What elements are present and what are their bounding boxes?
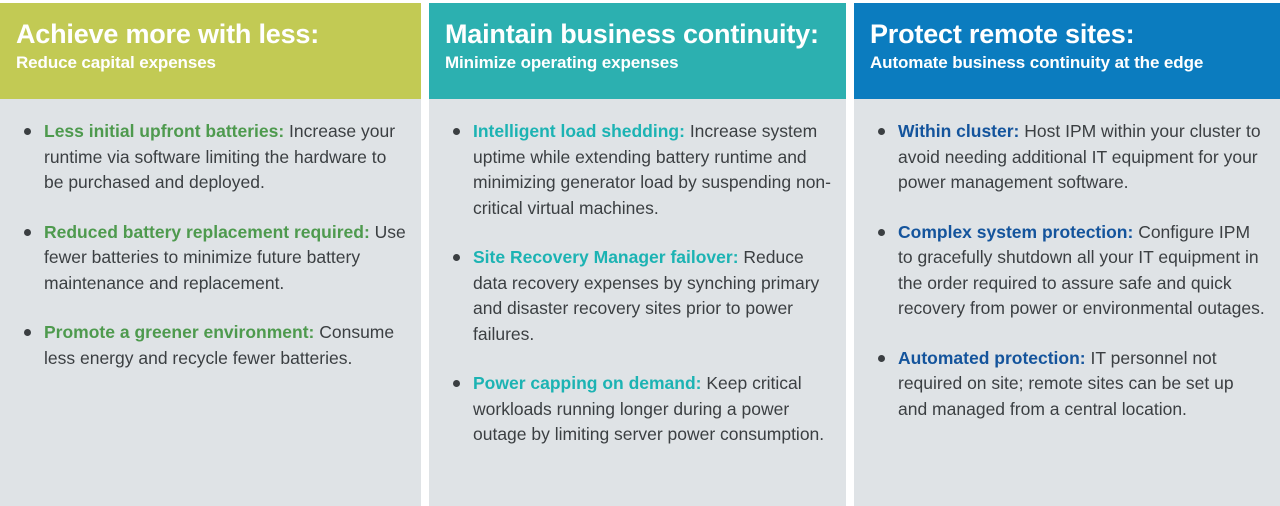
column-2-title: Maintain business continuity: [445,19,819,49]
column-1-bullet-list: Less initial upfront batteries: Increase… [14,119,407,371]
list-item-body: Keep critical workloads running longer d… [473,373,825,444]
list-item: Reduced battery replacement required: Us… [14,220,407,297]
list-item-heading: Reduced battery replacement required: [44,221,370,242]
column-3-title: Protect remote sites: [870,19,1135,49]
list-item: Less initial upfront batteries: Increase… [14,119,407,196]
column-3-body: Within cluster: Host IPM within your clu… [854,99,1280,506]
column-2-header: Maintain business continuity: Minimize o… [429,3,846,99]
list-item-heading: Within cluster: [898,121,1020,141]
list-item: Within cluster: Host IPM within your clu… [868,119,1266,196]
bullet-dot-icon [453,380,460,387]
column-2-bullet-list: Intelligent load shedding: Increase syst… [443,119,832,448]
bullet-dot-icon [878,128,885,135]
list-item-body: Increase system uptime while extending b… [473,121,831,218]
column-protect-remote-sites: Protect remote sites: Automate business … [854,3,1280,506]
list-item-body: Consume less energy and recycle fewer ba… [44,322,395,368]
column-divider [846,3,854,506]
bullet-dot-icon [453,254,460,261]
list-item: Automated protection: IT personnel not r… [868,346,1266,423]
list-item: Promote a greener environment: Consume l… [14,320,407,371]
column-3-subtitle: Automate business continuity at the edge [870,53,1204,72]
list-item: Power capping on demand: Keep critical w… [443,371,832,448]
list-item-body: Increase your runtime via software limit… [44,121,396,192]
list-item-heading: Site Recovery Manager failover: [473,247,739,267]
list-item-heading: Complex system protection: [898,221,1134,242]
list-item-body: Configure IPM to gracefully shutdown all… [898,221,1265,319]
list-item: Intelligent load shedding: Increase syst… [443,119,832,221]
bullet-dot-icon [878,354,885,362]
bullet-dot-icon [24,329,31,336]
column-3-header: Protect remote sites: Automate business … [854,3,1280,99]
list-item-body: Host IPM within your cluster to avoid ne… [898,121,1261,192]
column-1-subtitle: Reduce capital expenses [16,53,216,72]
list-item-body: Reduce data recovery expenses by synchin… [473,247,820,344]
column-divider [421,3,429,506]
column-1-header: Achieve more with less: Reduce capital e… [0,3,421,99]
column-2-subtitle: Minimize operating expenses [445,53,679,72]
list-item-body: Use fewer batteries to minimize future b… [44,221,406,293]
column-achieve-more-with-less: Achieve more with less: Reduce capital e… [0,3,421,506]
list-item-body: IT personnel not required on site; remot… [898,347,1234,419]
bullet-dot-icon [24,228,31,236]
column-2-body: Intelligent load shedding: Increase syst… [429,99,846,506]
bullet-dot-icon [24,128,31,135]
column-1-body: Less initial upfront batteries: Increase… [0,99,421,506]
column-3-bullet-list: Within cluster: Host IPM within your clu… [868,119,1266,422]
list-item-heading: Automated protection: [898,347,1086,368]
bullet-dot-icon [878,228,885,236]
column-1-title: Achieve more with less: [16,19,320,49]
list-item-heading: Intelligent load shedding: [473,121,685,141]
column-maintain-business-continuity: Maintain business continuity: Minimize o… [429,3,846,506]
bullet-dot-icon [453,128,460,135]
list-item-heading: Power capping on demand: [473,373,702,393]
list-item-heading: Promote a greener environment: [44,322,315,342]
list-item-heading: Less initial upfront batteries: [44,121,285,141]
list-item: Complex system protection: Configure IPM… [868,220,1266,322]
list-item: Site Recovery Manager failover: Reduce d… [443,245,832,347]
